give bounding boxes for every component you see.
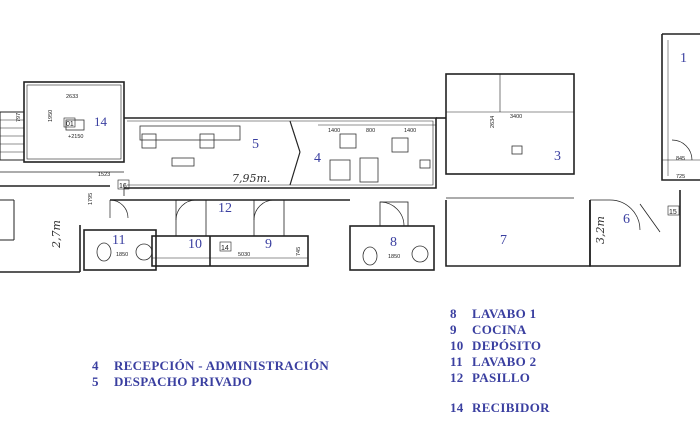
dim-725: 725 (676, 174, 685, 180)
dim-845: 845 (676, 156, 685, 162)
room-number-11: 11 (112, 233, 125, 248)
room-number-1: 1 (680, 51, 687, 66)
room-7-outline (445, 200, 591, 267)
room-numbers: 14 5 4 3 1 12 11 10 9 8 7 6 (94, 51, 687, 252)
room-number-4: 4 (314, 151, 321, 166)
dim-1400b: 1400 (404, 128, 416, 134)
room-number-8: 8 (390, 235, 397, 250)
tag-15: 15 (669, 209, 677, 216)
furniture (65, 119, 523, 266)
dim-5030: 5030 (238, 252, 250, 258)
dim-1400a: 1400 (328, 128, 340, 134)
tags: 01 16 14 15 (63, 117, 680, 252)
room-number-10: 10 (188, 237, 202, 252)
room-number-6: 6 (623, 212, 630, 227)
dim-3400: 3400 (510, 114, 522, 120)
dim-1950: 1950 (48, 110, 54, 122)
handwritten-notes: 7,95m. 2,7m 3,2m (50, 172, 607, 249)
dim-797: 797 (16, 113, 22, 122)
tag-01: 01 (66, 121, 74, 128)
walls (0, 33, 700, 273)
dim-1850b: 1850 (388, 254, 400, 260)
dim-plus2150: +2150 (68, 134, 83, 140)
room-number-5: 5 (252, 137, 259, 152)
dim-1523: 1523 (98, 172, 110, 178)
note-3-2m: 3,2m (594, 216, 607, 244)
dim-1850a: 1850 (116, 252, 128, 258)
dim-745: 745 (296, 247, 302, 256)
room-number-12: 12 (218, 201, 232, 216)
dim-2633: 2633 (66, 94, 78, 100)
room-number-3: 3 (554, 149, 561, 164)
note-7-95m: 7,95m. (232, 172, 270, 185)
room-6-outline (589, 190, 681, 267)
tag-16: 16 (119, 183, 127, 190)
dim-1795: 1795 (88, 193, 94, 205)
room-number-14: 14 (94, 114, 108, 129)
room-5-4-outline (124, 117, 437, 189)
room-number-7: 7 (500, 233, 507, 248)
note-2-7m: 2,7m (50, 220, 63, 249)
tag-14: 14 (221, 245, 229, 252)
room-3-outline (445, 73, 575, 175)
dim-2634: 2634 (490, 116, 496, 128)
dim-800: 800 (366, 128, 375, 134)
room-11-outline (83, 229, 157, 271)
dimensions: 2633 1950 +2150 1400 800 1400 3400 2634 … (16, 94, 685, 260)
room-number-9: 9 (265, 237, 272, 252)
